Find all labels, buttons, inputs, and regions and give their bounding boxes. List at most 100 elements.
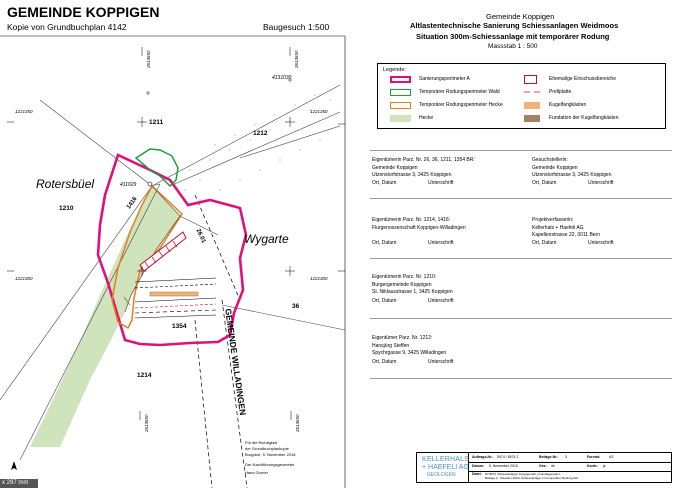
signature-label: Unterschrift (588, 180, 614, 186)
date-label: Ort, Datum (372, 240, 397, 246)
owner-line: Burgergemeinde Koppigen (372, 282, 432, 288)
date-label: Ort, Datum (532, 240, 557, 246)
date-label: Ort, Datum (532, 180, 557, 186)
municipal-boundary (194, 194, 248, 488)
divider (370, 258, 672, 259)
plan-label: Beilage-Nr.: (539, 455, 559, 459)
legend-swatch-catch-boxes (524, 102, 540, 109)
drawn-value: de (551, 464, 555, 468)
company-logo: KELLERHALS + HAEFELI AG GEOLOGEN (417, 453, 469, 482)
format-value: A3 (609, 455, 614, 459)
legend-swatch-hedge (390, 115, 411, 122)
logo-line-3: GEOLOGEN (427, 472, 456, 478)
plan-value: 3 (565, 455, 567, 459)
owner-title: Eigentümerin Parz. Nr. 1214, 1416: (372, 217, 451, 223)
bullet-catch-rows (134, 277, 217, 319)
legend-swatch-hedge-clearing (390, 102, 411, 109)
date-value: 6. November 2018 (489, 464, 518, 468)
locality-wygarte: Wygarte (244, 232, 289, 246)
cert-line: Burgdorf, 5. November 2018 (245, 452, 296, 457)
owner-title: Eigentümerin Parz. Nr. 1210: (372, 274, 437, 280)
coord-east-bottom-1: 2613650 (144, 414, 149, 432)
legend-label: Prellplatte (549, 89, 572, 95)
remediation-perimeter-a (96, 153, 248, 347)
owner-line: Flurgenossenschaft Koppigen-Willadingen (372, 225, 466, 231)
target-icon (524, 75, 537, 84)
owner-line: Gemeinde Koppigen (372, 165, 418, 171)
cert-line: Für die Richtigkeit (245, 440, 278, 445)
hedge-outline (124, 185, 181, 313)
parcel-1210: 1210 (59, 205, 74, 212)
applicant-title: Projektverfasserin: (532, 217, 574, 223)
coord-north-right-1: 1221350 (310, 109, 328, 114)
survey-point-small (288, 78, 292, 82)
tb-divider (469, 471, 671, 472)
coordinate-grid-crosses (7, 47, 345, 420)
coord-east-bottom-2: 2613650 (295, 414, 300, 432)
legend-label: Fundation der Kugelfangkästen (549, 115, 619, 121)
signature-label: Unterschrift (428, 298, 454, 304)
title-block: KELLERHALS + HAEFELI AG GEOLOGEN Auftrag… (416, 452, 672, 483)
project-title: Altlastentechnische Sanierung Schiessanl… (410, 21, 619, 30)
parcel-1212: 1212 (253, 130, 268, 137)
forest-texture (184, 94, 331, 201)
signature-label: Unterschrift (428, 180, 454, 186)
date-label: Datum: (472, 464, 485, 468)
legend: Legende: Sanierungsperimeter A Temporäre… (377, 63, 666, 129)
checked-label: Kontr.: (587, 464, 599, 468)
checked-value: je (603, 464, 606, 468)
cert-line: Hans Gruner (245, 470, 268, 475)
legend-swatch-remediation (390, 76, 411, 83)
paper-size-badge: x 297 mm (0, 479, 38, 488)
parcel-boundaries (0, 84, 346, 461)
legend-label: Hecke (419, 115, 434, 121)
former-target-area-1 (139, 231, 187, 272)
owner-title: Eigentümer Parz. Nr. 1212: (372, 335, 433, 341)
applicant-line: Kapellenstrasse 22, 3011 Bern (532, 232, 601, 238)
file-value-2: Beilage 3 - Situation 300m-Schiessanlage… (485, 476, 578, 480)
format-label: Format: (587, 455, 601, 459)
parcel-1214: 1214 (137, 372, 152, 379)
applicant-line: Utzenstorfstrasse 3, 3425 Koppigen (532, 172, 612, 178)
clearing-perimeter-hedge (111, 184, 183, 330)
coord-north-left-1: 1221350 (15, 109, 33, 114)
coord-east-top-2: 2613650 (294, 50, 299, 68)
owner-title: Eigentümerin Parz. Nr. 26, 36, 1211, 135… (372, 157, 475, 163)
signature-label: Unterschrift (428, 240, 454, 246)
applicant-line: Kellerhals + Haefeli AG (532, 225, 584, 231)
logo-line-1: KELLERHALS (422, 456, 470, 463)
parcel-36: 36 (292, 303, 300, 310)
sheet-subtitle: Kopie von Grundbuchplan 4142 (7, 22, 127, 32)
locality-rotersbuel: Rotersbüel (36, 177, 95, 191)
parcel-1211: 1211 (149, 119, 164, 126)
north-arrow-icon (11, 461, 17, 470)
drawn-label: Gez.: (539, 464, 548, 468)
cert-line: der Grundbuchplankopie (245, 446, 289, 451)
owner-line: Hansjürg Steffen (372, 343, 410, 349)
cert-line: Der Nachführungsgeometer (245, 462, 295, 467)
job-value: 5974 / 6574.2 (497, 455, 519, 459)
legend-label: Temporärer Rodungsperimeter Hecke (419, 102, 503, 108)
legend-swatch-foundation (524, 115, 540, 122)
tb-divider (469, 462, 671, 463)
municipality-name: Gemeinde Koppigen (486, 12, 555, 21)
signature-label: Unterschrift (428, 359, 454, 365)
logo-line-2: + HAEFELI AG (422, 464, 469, 471)
coord-east-top-1: 2613650 (146, 50, 151, 68)
divider (370, 378, 672, 379)
plan-title: Situation 300m-Schiessanlage mit temporä… (416, 32, 610, 41)
parcel-1354: 1354 (172, 323, 187, 330)
date-label: Ort, Datum (372, 359, 397, 365)
sheet-title: GEMEINDE KOPPIGEN (7, 4, 160, 20)
coord-north-right-2: 1221300 (310, 276, 328, 281)
certification-note: Für die Richtigkeit der Grundbuchplankop… (245, 440, 335, 476)
job-label: Auftrags-Nr.: (472, 455, 494, 459)
applicant-line: Gemeinde Koppigen (532, 165, 578, 171)
legend-label: Temporärer Rodungsperimeter Wald (419, 89, 500, 95)
file-value: W:\5974 Schiessanlagen Koppigen\06_Grund… (485, 472, 563, 476)
signature-label: Unterschrift (588, 240, 614, 246)
owner-line: St. Niklausstrasse 1, 3425 Koppigen (372, 289, 453, 295)
owner-line: Utzenstorfstrasse 3, 3425 Koppigen (372, 172, 452, 178)
hedge-area (30, 186, 180, 447)
survey-point-marker (147, 181, 153, 187)
